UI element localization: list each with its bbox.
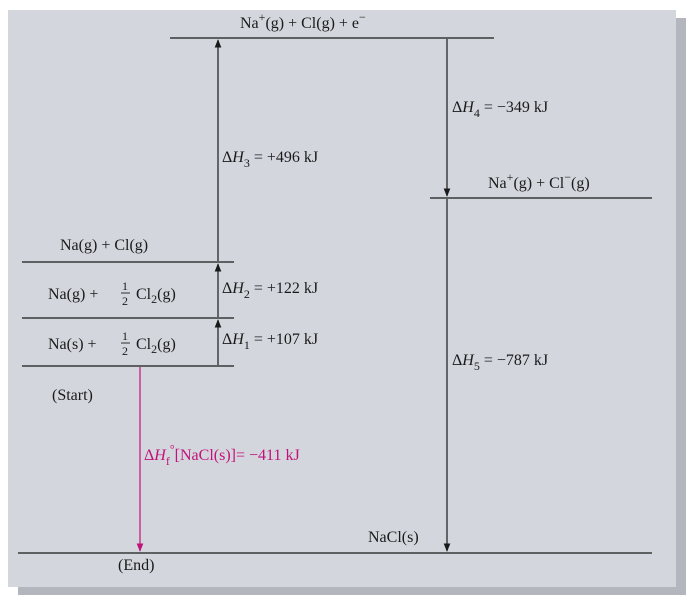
svg-text:Na(s) +: Na(s) + xyxy=(48,336,97,353)
label-dhf-formation: ΔHf°[NaCl(s)]= −411 kJ xyxy=(144,442,300,468)
panel-background xyxy=(8,10,676,587)
label-start: (Start) xyxy=(52,387,93,404)
svg-text:1: 1 xyxy=(122,329,128,343)
label-dh5: ΔH5 = −787 kJ xyxy=(452,352,548,373)
svg-text:Cl2(g): Cl2(g) xyxy=(136,336,176,356)
svg-text:2: 2 xyxy=(122,344,128,358)
label-end: (End) xyxy=(118,557,154,574)
label-dh1: ΔH1 = +107 kJ xyxy=(222,331,318,352)
svg-text:Na(g) +: Na(g) + xyxy=(48,286,98,303)
label-na-solid: Na(s) + 1 2 Cl2(g) xyxy=(48,329,176,358)
label-dh3: ΔH3 = +496 kJ xyxy=(222,149,318,170)
label-dh4: ΔH4 = −349 kJ xyxy=(452,99,548,120)
label-nacl-solid: NaCl(s) xyxy=(368,529,419,546)
svg-text:Cl2(g): Cl2(g) xyxy=(136,286,176,306)
label-ion-pair: Na+(g) + Cl−(g) xyxy=(488,170,590,192)
label-top-level: Na+(g) + Cl(g) + e− xyxy=(240,10,366,32)
svg-text:2: 2 xyxy=(122,294,128,308)
label-na-gas: Na(g) + 1 2 Cl2(g) xyxy=(48,279,176,308)
label-atoms: Na(g) + Cl(g) xyxy=(60,237,148,254)
label-dh2: ΔH2 = +122 kJ xyxy=(222,280,318,301)
svg-text:1: 1 xyxy=(122,279,128,293)
